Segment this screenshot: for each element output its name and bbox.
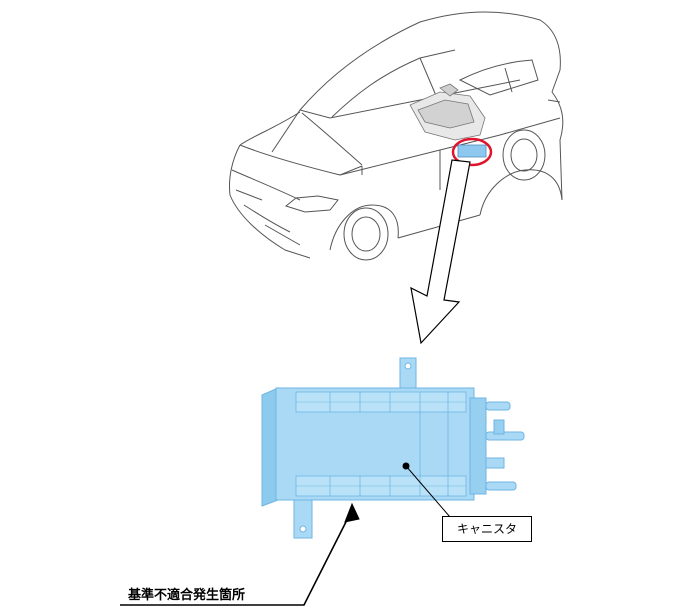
vehicle-illustration xyxy=(229,11,564,261)
canister-location-marker xyxy=(451,137,493,167)
defect-location-caption: 基準不適合発生箇所 xyxy=(128,587,246,602)
defect-pointer-arrow xyxy=(120,502,360,606)
canister-enlarged xyxy=(261,357,525,539)
highlight-circle xyxy=(451,137,493,167)
part-name-label: キャニスタ xyxy=(442,516,532,542)
internal-components xyxy=(409,83,486,141)
zoom-arrow xyxy=(410,159,471,345)
part-leader-line xyxy=(405,465,451,518)
